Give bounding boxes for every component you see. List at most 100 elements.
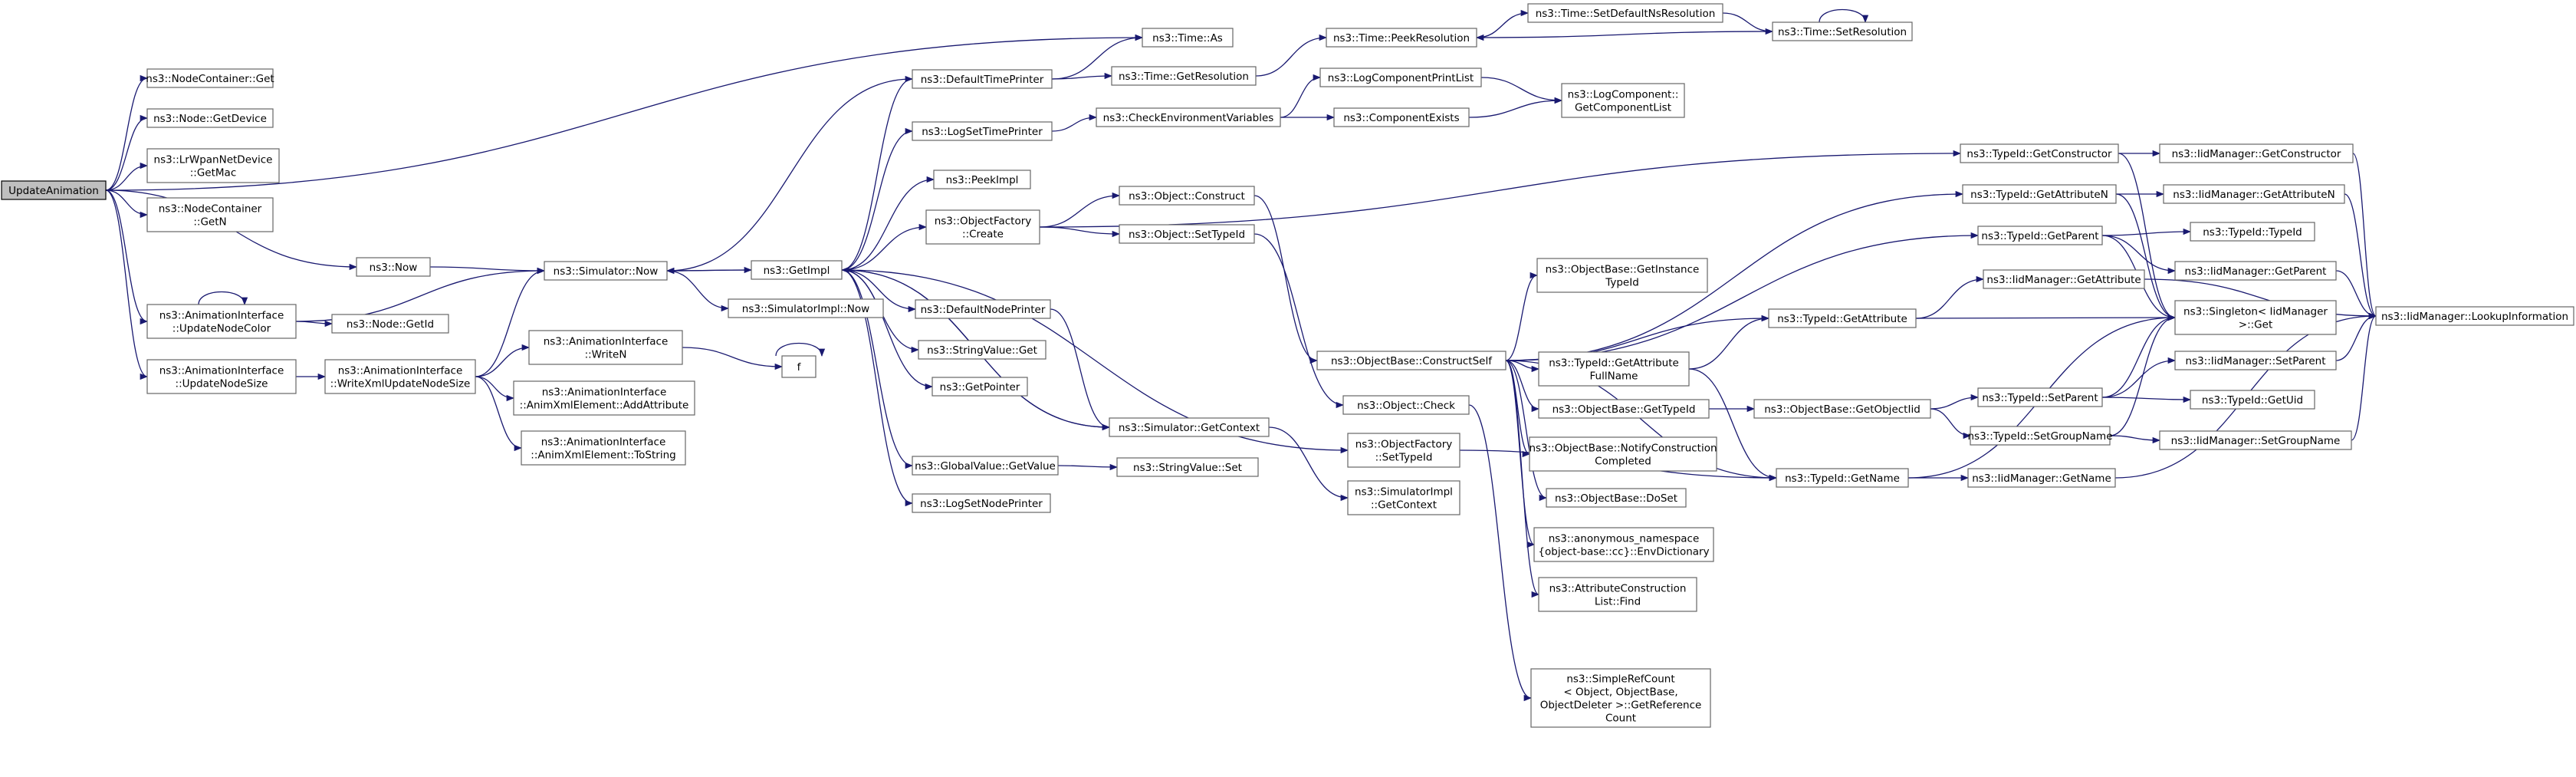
node-ns3-animationinterface-animxmlelement-addattribute[interactable]: ns3::AnimationInterface::AnimXmlElement:… — [513, 380, 695, 416]
node-ns3-anonymous-namespace-object-base-cc-envdictionary[interactable]: ns3::anonymous_namespace{object-base::cc… — [1533, 527, 1714, 562]
node-ns3-simulator-getcontext[interactable]: ns3::Simulator::GetContext — [1109, 417, 1270, 437]
call-edge-getimpl-to-default-time-printer — [841, 75, 914, 271]
node-ns3-getimpl[interactable]: ns3::GetImpl — [751, 260, 843, 280]
node-ns3-typeid-getuid[interactable]: ns3::TypeId::GetUid — [2190, 390, 2315, 410]
node-ns3-getpointer[interactable]: ns3::GetPointer — [932, 377, 1028, 397]
node-box — [1538, 577, 1697, 612]
node-label: ns3::AnimationInterface — [159, 310, 284, 322]
node-box — [1333, 107, 1470, 127]
node-ns3-nodecontainer-getn[interactable]: ns3::NodeContainer::GetN — [146, 197, 274, 232]
node-ns3-iidmanager-getconstructor[interactable]: ns3::IidManager::GetConstructor — [2159, 143, 2354, 163]
node-ns3-objectbase-notifyconstruction-completed[interactable]: ns3::ObjectBase::NotifyConstructionCompl… — [1529, 436, 1717, 472]
node-ns3-stringvalue-get[interactable]: ns3::StringValue::Get — [918, 340, 1046, 360]
node-box — [2163, 184, 2345, 204]
node-ns3-time-setresolution[interactable]: ns3::Time::SetResolution — [1772, 21, 1913, 41]
node-ns3-defaulttimeprinter[interactable]: ns3::DefaultTimePrinter — [912, 69, 1053, 89]
call-edge-check-env-vars-to-log-component-print-list — [1280, 74, 1322, 118]
node-ns3-typeid-getconstructor[interactable]: ns3::TypeId::GetConstructor — [1960, 143, 2119, 163]
node-ns3-animationinterface-updatenodesize[interactable]: ns3::AnimationInterface::UpdateNodeSize — [146, 359, 297, 394]
call-edge-objectbase-constructself-to-attributeconstructionlist-find — [1505, 360, 1540, 598]
node-ns3-iidmanager-getattribute[interactable]: ns3::IidManager::GetAttribute — [1983, 269, 2145, 289]
node-ns3-iidmanager-lookupinformation[interactable]: ns3::IidManager::LookupInformation — [2375, 306, 2574, 326]
node-ns3-defaultnodeprinter[interactable]: ns3::DefaultNodePrinter — [915, 299, 1051, 319]
node-ns3-now[interactable]: ns3::Now — [356, 257, 431, 277]
node-ns3-animationinterface-updatenodecolor[interactable]: ns3::AnimationInterface::UpdateNodeColor — [146, 304, 297, 339]
node-ns3-typeid-typeid[interactable]: ns3::TypeId::TypeId — [2190, 222, 2315, 242]
call-edge-time-setresolution-to-time-peekresolution — [1475, 31, 1773, 41]
node-ns3-iidmanager-setparent[interactable]: ns3::IidManager::SetParent — [2174, 351, 2337, 370]
node-label: ::WriteXmlUpdateNodeSize — [330, 378, 471, 390]
node-ns3-objectbase-constructself[interactable]: ns3::ObjectBase::ConstructSelf — [1316, 351, 1506, 370]
node-ns3-object-check[interactable]: ns3::Object::Check — [1342, 395, 1470, 415]
node-ns3-node-getdevice[interactable]: ns3::Node::GetDevice — [146, 108, 274, 128]
call-edge-objectbase-constructself-to-typeid-getattributen — [1505, 190, 1964, 361]
node-ns3-object-construct[interactable]: ns3::Object::Construct — [1119, 186, 1255, 206]
node-ns3-stringvalue-set[interactable]: ns3::StringValue::Set — [1116, 457, 1259, 477]
node-ns3-typeid-setgroupname[interactable]: ns3::TypeId::SetGroupName — [1967, 426, 2113, 446]
node-ns3-logsettimeprinter[interactable]: ns3::LogSetTimePrinter — [912, 121, 1053, 141]
node-ns3-checkenvironmentvariables[interactable]: ns3::CheckEnvironmentVariables — [1096, 107, 1281, 127]
node-ns3-objectbase-doset[interactable]: ns3::ObjectBase::DoSet — [1546, 488, 1687, 508]
call-edge-simulator-getcontext-to-simulatorimpl-getcontext — [1268, 426, 1349, 502]
call-edge-objectbase-constructself-to-typeid-getparent — [1505, 232, 1980, 361]
node-ns3-objectbase-gettypeid[interactable]: ns3::ObjectBase::GetTypeId — [1538, 399, 1710, 419]
node-label: ns3::Simulator::GetContext — [1119, 422, 1260, 434]
node-label: ns3::Node::GetId — [347, 318, 434, 331]
node-ns3-time-peekresolution[interactable]: ns3::Time::PeekResolution — [1326, 28, 1477, 48]
call-edge-getimpl-to-default-node-printer — [841, 269, 917, 313]
node-box — [1977, 387, 2103, 407]
node-updateanimation[interactable]: UpdateAnimation — [1, 180, 107, 200]
node-ns3-objectbase-getobjectiid[interactable]: ns3::ObjectBase::GetObjectIid — [1753, 399, 1931, 419]
node-box — [925, 209, 1040, 245]
node-ns3-typeid-getparent[interactable]: ns3::TypeId::GetParent — [1977, 226, 2103, 245]
node-box — [1347, 480, 1460, 515]
node-ns3-singleton-iidmanager-get[interactable]: ns3::Singleton< IidManager>::Get — [2174, 300, 2337, 335]
node-ns3-typeid-getattributen[interactable]: ns3::TypeId::GetAttributeN — [1962, 184, 2117, 204]
node-ns3-animationinterface-writen[interactable]: ns3::AnimationInterface::WriteN — [528, 330, 683, 365]
node-ns3-globalvalue-getvalue[interactable]: ns3::GlobalValue::GetValue — [912, 456, 1059, 476]
node-ns3-iidmanager-getname[interactable]: ns3::IidManager::GetName — [1967, 468, 2116, 488]
node-ns3-time-as[interactable]: ns3::Time::As — [1142, 28, 1234, 48]
node-ns3-node-getid[interactable]: ns3::Node::GetId — [331, 314, 449, 334]
node-box — [1970, 426, 2111, 446]
node-box — [2159, 143, 2354, 163]
node-label: ns3::TypeId::GetAttribute — [1549, 357, 1679, 370]
node-ns3-iidmanager-getparent[interactable]: ns3::IidManager::GetParent — [2174, 261, 2337, 281]
node-ns3-iidmanager-getattributen[interactable]: ns3::IidManager::GetAttributeN — [2163, 184, 2345, 204]
node-ns3-typeid-getattribute[interactable]: ns3::TypeId::GetAttribute — [1768, 308, 1917, 328]
node-ns3-animationinterface-writexmlupdatenodesize[interactable]: ns3::AnimationInterface::WriteXmlUpdateN… — [324, 359, 476, 394]
node-ns3-time-setdefaultnsresolution[interactable]: ns3::Time::SetDefaultNsResolution — [1527, 3, 1723, 23]
node-label: ns3::TypeId::TypeId — [2203, 226, 2302, 239]
node-ns3-logsetnodeprinter[interactable]: ns3::LogSetNodePrinter — [912, 493, 1051, 513]
node-ns3-iidmanager-setgroupname[interactable]: ns3::IidManager::SetGroupName — [2159, 430, 2352, 450]
node-ns3-typeid-getname[interactable]: ns3::TypeId::GetName — [1776, 468, 1909, 488]
node-ns3-simulatorimpl-getcontext[interactable]: ns3::SimulatorImpl::GetContext — [1347, 480, 1460, 515]
call-edge-update-animation-to-nodecontainer-getn — [105, 189, 149, 219]
node-f[interactable]: f — [781, 355, 816, 378]
call-edge-objectfactory-create-to-object-construct — [1039, 192, 1121, 228]
node-box — [1316, 351, 1506, 370]
node-ns3-object-settypeid[interactable]: ns3::Object::SetTypeId — [1119, 224, 1255, 244]
node-label: ::GetN — [193, 216, 226, 229]
node-ns3-nodecontainer-get[interactable]: ns3::NodeContainer::Get — [146, 68, 274, 88]
node-ns3-objectfactory-create[interactable]: ns3::ObjectFactory::Create — [925, 209, 1040, 245]
node-ns3-simulatorimpl-now[interactable]: ns3::SimulatorImpl::Now — [728, 298, 884, 318]
node-ns3-lrwpannetdevice-getmac[interactable]: ns3::LrWpanNetDevice::GetMac — [146, 148, 280, 183]
node-ns3-time-getresolution[interactable]: ns3::Time::GetResolution — [1111, 66, 1257, 86]
node-ns3-peekimpl[interactable]: ns3::PeekImpl — [933, 170, 1031, 189]
node-ns3-animationinterface-animxmlelement-tostring[interactable]: ns3::AnimationInterface::AnimXmlElement:… — [521, 430, 686, 466]
node-ns3-logcomponentprintlist[interactable]: ns3::LogComponentPrintList — [1319, 67, 1482, 87]
node-ns3-simplerefcount-object-objectbase-objectdeleter-getreference-count[interactable]: ns3::SimpleRefCount< Object, ObjectBase,… — [1530, 668, 1711, 728]
node-ns3-objectfactory-settypeid[interactable]: ns3::ObjectFactory::SetTypeId — [1347, 433, 1460, 468]
node-label: ns3::Now — [370, 262, 418, 274]
node-ns3-typeid-setparent[interactable]: ns3::TypeId::SetParent — [1977, 387, 2103, 407]
node-ns3-componentexists[interactable]: ns3::ComponentExists — [1333, 107, 1470, 127]
call-edge-getimpl-to-getpointer — [841, 269, 934, 390]
call-edge-object-construct-to-objectbase-constructself — [1254, 195, 1319, 364]
node-label: ns3::ObjectBase::DoSet — [1555, 492, 1677, 505]
node-ns3-logcomponent-getcomponentlist[interactable]: ns3::LogComponent::GetComponentList — [1561, 83, 1685, 118]
node-ns3-simulator-now[interactable]: ns3::Simulator::Now — [544, 261, 668, 281]
